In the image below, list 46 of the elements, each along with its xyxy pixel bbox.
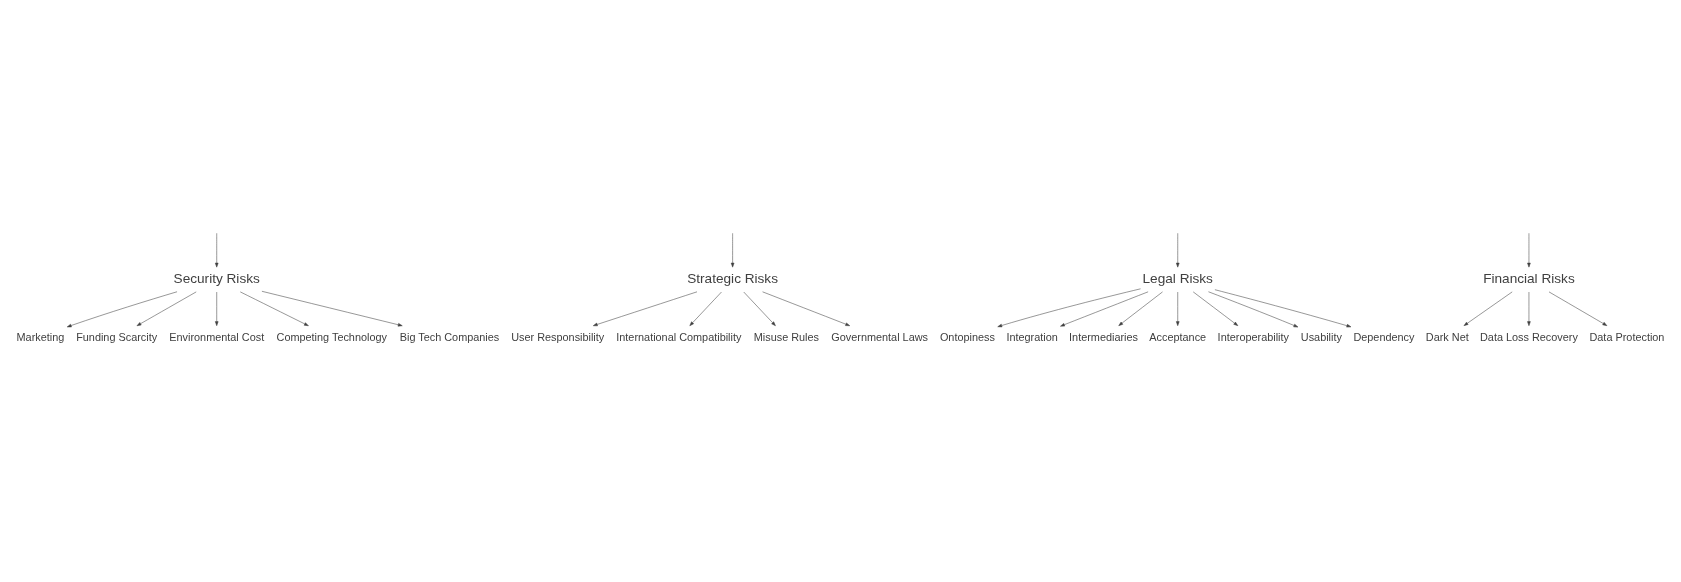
arrow <box>997 288 1141 327</box>
node-text: Intermediaries <box>1069 330 1139 343</box>
arrow <box>730 232 735 267</box>
node-text: Interoperability <box>1217 330 1289 343</box>
arrow <box>1208 291 1299 327</box>
arrow <box>1527 291 1531 326</box>
node-text: Big Tech Companies <box>399 330 500 343</box>
arrow <box>136 291 197 326</box>
node-text: Acceptance <box>1149 330 1207 343</box>
node-text: Misuse Rules <box>753 330 820 343</box>
arrow <box>1192 291 1239 326</box>
node-text: Usability <box>1300 330 1342 343</box>
arrow <box>1463 291 1513 326</box>
arrow <box>1060 291 1149 326</box>
node-text: Governmental Laws <box>831 330 928 343</box>
arrow <box>762 291 850 326</box>
node-text: Dependency <box>1353 330 1415 343</box>
node-text: Strategic Risks <box>687 270 779 286</box>
node-text: Dark Net <box>1425 330 1469 343</box>
node-text: Integration <box>1006 330 1058 343</box>
arrow <box>215 291 219 326</box>
arrow <box>593 291 698 326</box>
node-text: Marketing <box>16 330 65 343</box>
arrow <box>1176 291 1180 326</box>
arrow <box>240 291 309 326</box>
arrow <box>689 291 722 326</box>
arrow <box>1527 232 1531 267</box>
node-text: Data Protection <box>1589 330 1665 343</box>
arrow <box>1548 291 1608 326</box>
node-text: Security Risks <box>173 270 260 286</box>
node-text: Legal Risks <box>1142 270 1213 286</box>
node-text: Financial Risks <box>1483 270 1575 286</box>
arrow <box>66 291 178 327</box>
arrow <box>215 232 219 267</box>
node-text: Funding Scarcity <box>76 330 158 343</box>
node-text: User Responsibility <box>511 330 605 343</box>
node-text: Ontopiness <box>939 330 995 343</box>
node-text: Data Loss Recovery <box>1479 330 1578 343</box>
arrow <box>1176 232 1180 267</box>
node-text: Environmental Cost <box>169 330 265 343</box>
arrow <box>261 290 403 326</box>
arrow <box>1214 288 1352 327</box>
arrow <box>743 291 776 326</box>
node-text: International Compatibility <box>616 330 742 343</box>
arrow <box>1118 291 1163 326</box>
node-text: Competing Technology <box>276 330 387 343</box>
